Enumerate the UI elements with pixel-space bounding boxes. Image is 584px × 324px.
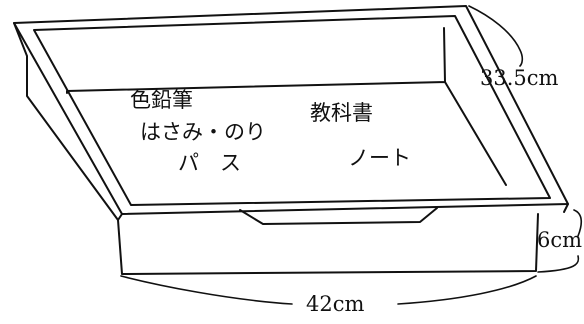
dimension-depth-label: 33.5cm: [480, 66, 559, 90]
tray-notch: [239, 207, 438, 225]
label-colored-pencils: 色鉛筆: [130, 88, 193, 112]
tray-inner-rim: [33, 15, 551, 206]
tray-front-bottom: [117, 213, 539, 275]
height-dimension-arc: [537, 209, 583, 273]
tray-left-side: [13, 22, 123, 221]
depth-dimension-arc: [468, 5, 524, 67]
label-notebook: ノート: [348, 146, 411, 170]
label-pastels: パ ス: [178, 151, 241, 175]
dimension-height-label: 6cm: [537, 228, 583, 252]
width-dimension-arc-left: [120, 275, 293, 305]
label-scissors-glue: はさみ・のり: [140, 120, 266, 144]
tray-outer-rim: [13, 5, 569, 215]
tray-right-side: [563, 203, 569, 213]
label-textbook: 教科書: [310, 101, 373, 125]
dimension-width-label: 42cm: [306, 292, 365, 316]
tray-floor: [66, 27, 507, 186]
width-dimension-arc-right: [397, 275, 537, 305]
